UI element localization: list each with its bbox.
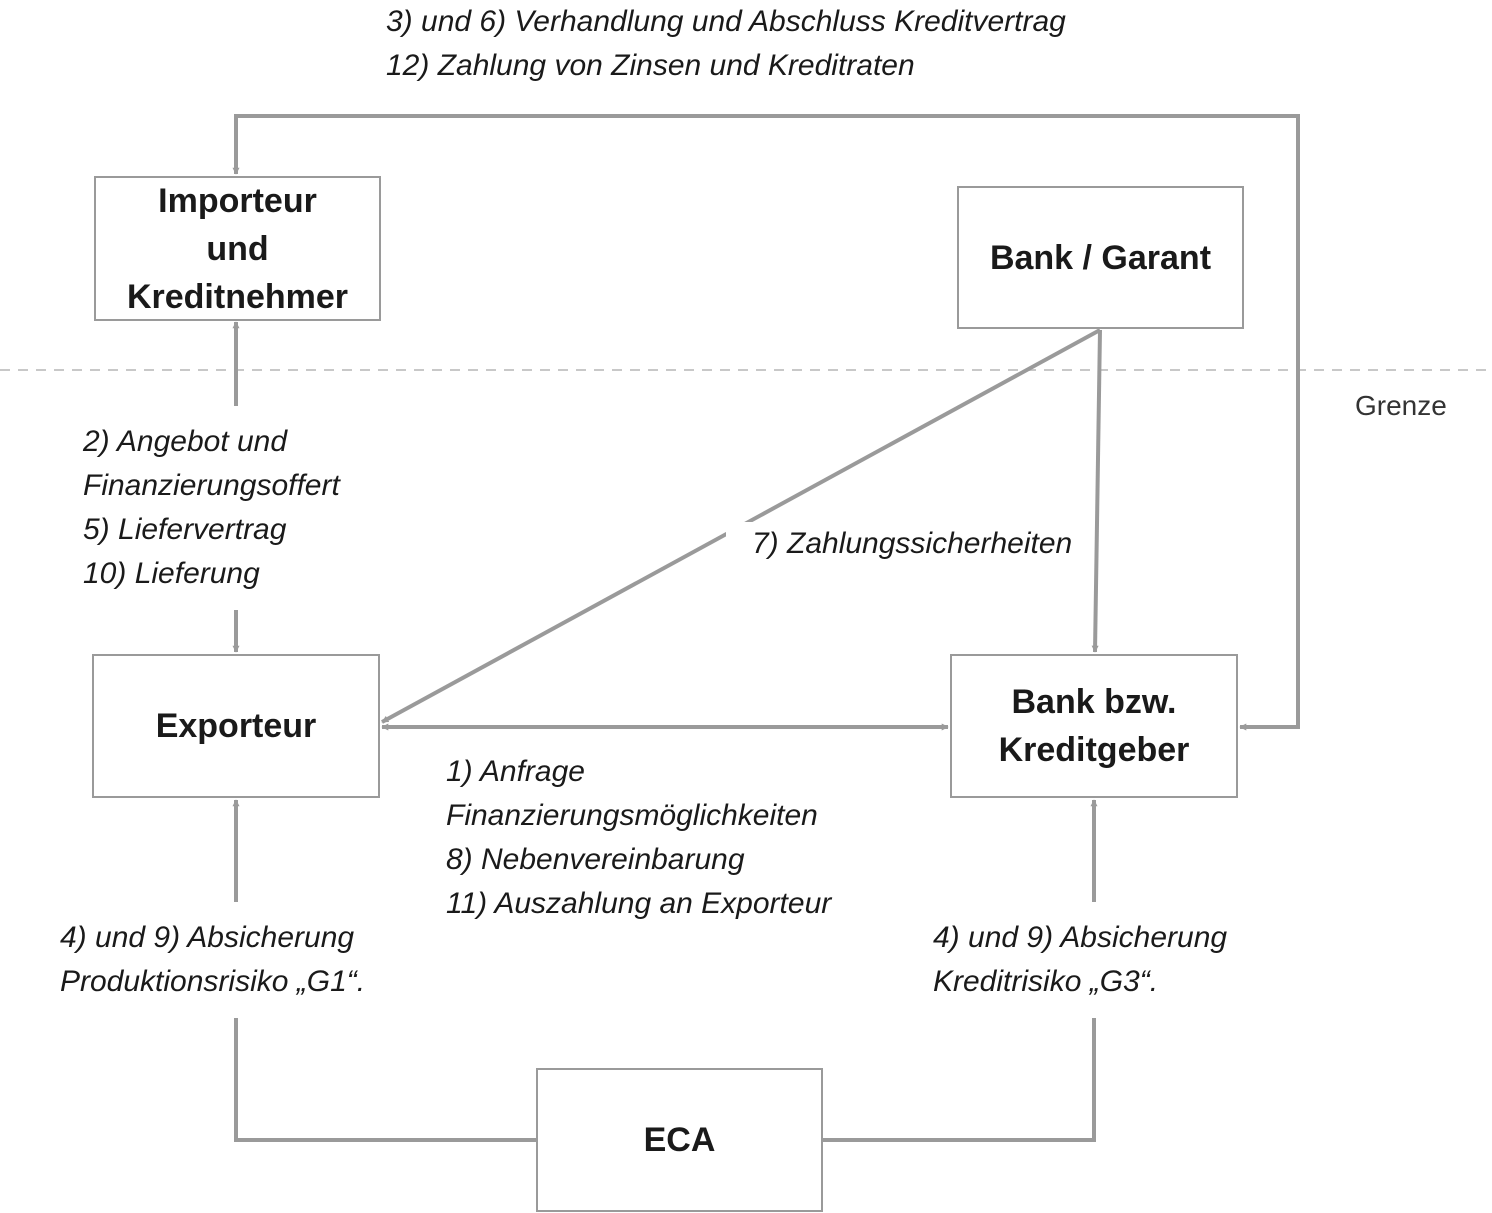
label-center-line-1: 1) Anfrage [446,755,585,788]
importer-line-1: Importeur [158,181,317,220]
border-label: Grenze [1355,390,1447,421]
label-credit-contract: 3) und 6) Verhandlung und Abschluss Kred… [386,0,1066,88]
label-center-line-2: Finanzierungsmöglichkeiten [446,799,818,832]
label-securities-line: 7) Zahlungssicherheiten [752,527,1073,560]
label-production-risk: 4) und 9) Absicherung Produktionsrisiko … [60,916,366,1004]
securities-to-bank-connector [1091,329,1102,653]
label-center-line-4: 11) Auszahlung an Exporteur [446,887,832,920]
label-top-line-1: 3) und 6) Verhandlung und Abschluss Kred… [386,5,1066,38]
label-bottom-right-line-2: Kreditrisiko „G3“. [933,965,1159,998]
exporter-box: Exporteur [92,654,380,798]
bank-creditor-box: Bank bzw. Kreditgeber [950,654,1238,798]
bank-creditor-line-1: Bank bzw. [1011,683,1177,721]
label-left-line-3: 5) Liefervertrag [83,513,287,546]
exporter-label: Exporteur [155,707,317,745]
importer-line-2: und [206,229,269,268]
label-bottom-left-line-2: Produktionsrisiko „G1“. [60,965,366,998]
label-left-line-2: Finanzierungsoffert [83,469,340,502]
label-left-line-4: 10) Lieferung [83,557,260,590]
bank-garant-box: Bank / Garant [957,186,1244,329]
eca-to-bank-connector [822,1018,1096,1142]
bank-creditor-line-2: Kreditgeber [998,731,1190,769]
importer-box: Importeur und Kreditnehmer [94,176,381,321]
label-top-line-2: 12) Zahlung von Zinsen und Kreditraten [386,49,915,82]
eca-box: ECA [536,1068,823,1212]
label-financing-request: 1) Anfrage Finanzierungsmöglichkeiten 8)… [446,750,832,926]
label-left-line-1: 2) Angebot und [83,425,288,458]
label-credit-risk: 4) und 9) Absicherung Kreditrisiko „G3“. [933,916,1228,1004]
label-bottom-right-line-1: 4) und 9) Absicherung [933,921,1228,954]
eca-to-exporter-connector [234,1018,536,1142]
label-bottom-left-line-1: 4) und 9) Absicherung [60,921,355,954]
label-securities: 7) Zahlungssicherheiten [726,522,1091,566]
bank-garant-label: Bank / Garant [989,238,1212,277]
eca-label: ECA [643,1121,716,1159]
label-delivery: 2) Angebot und Finanzierungsoffert 5) Li… [83,420,340,596]
credit-contract-connector [232,114,1300,731]
importer-line-3: Kreditnehmer [126,277,349,316]
label-center-line-3: 8) Nebenvereinbarung [446,843,745,876]
